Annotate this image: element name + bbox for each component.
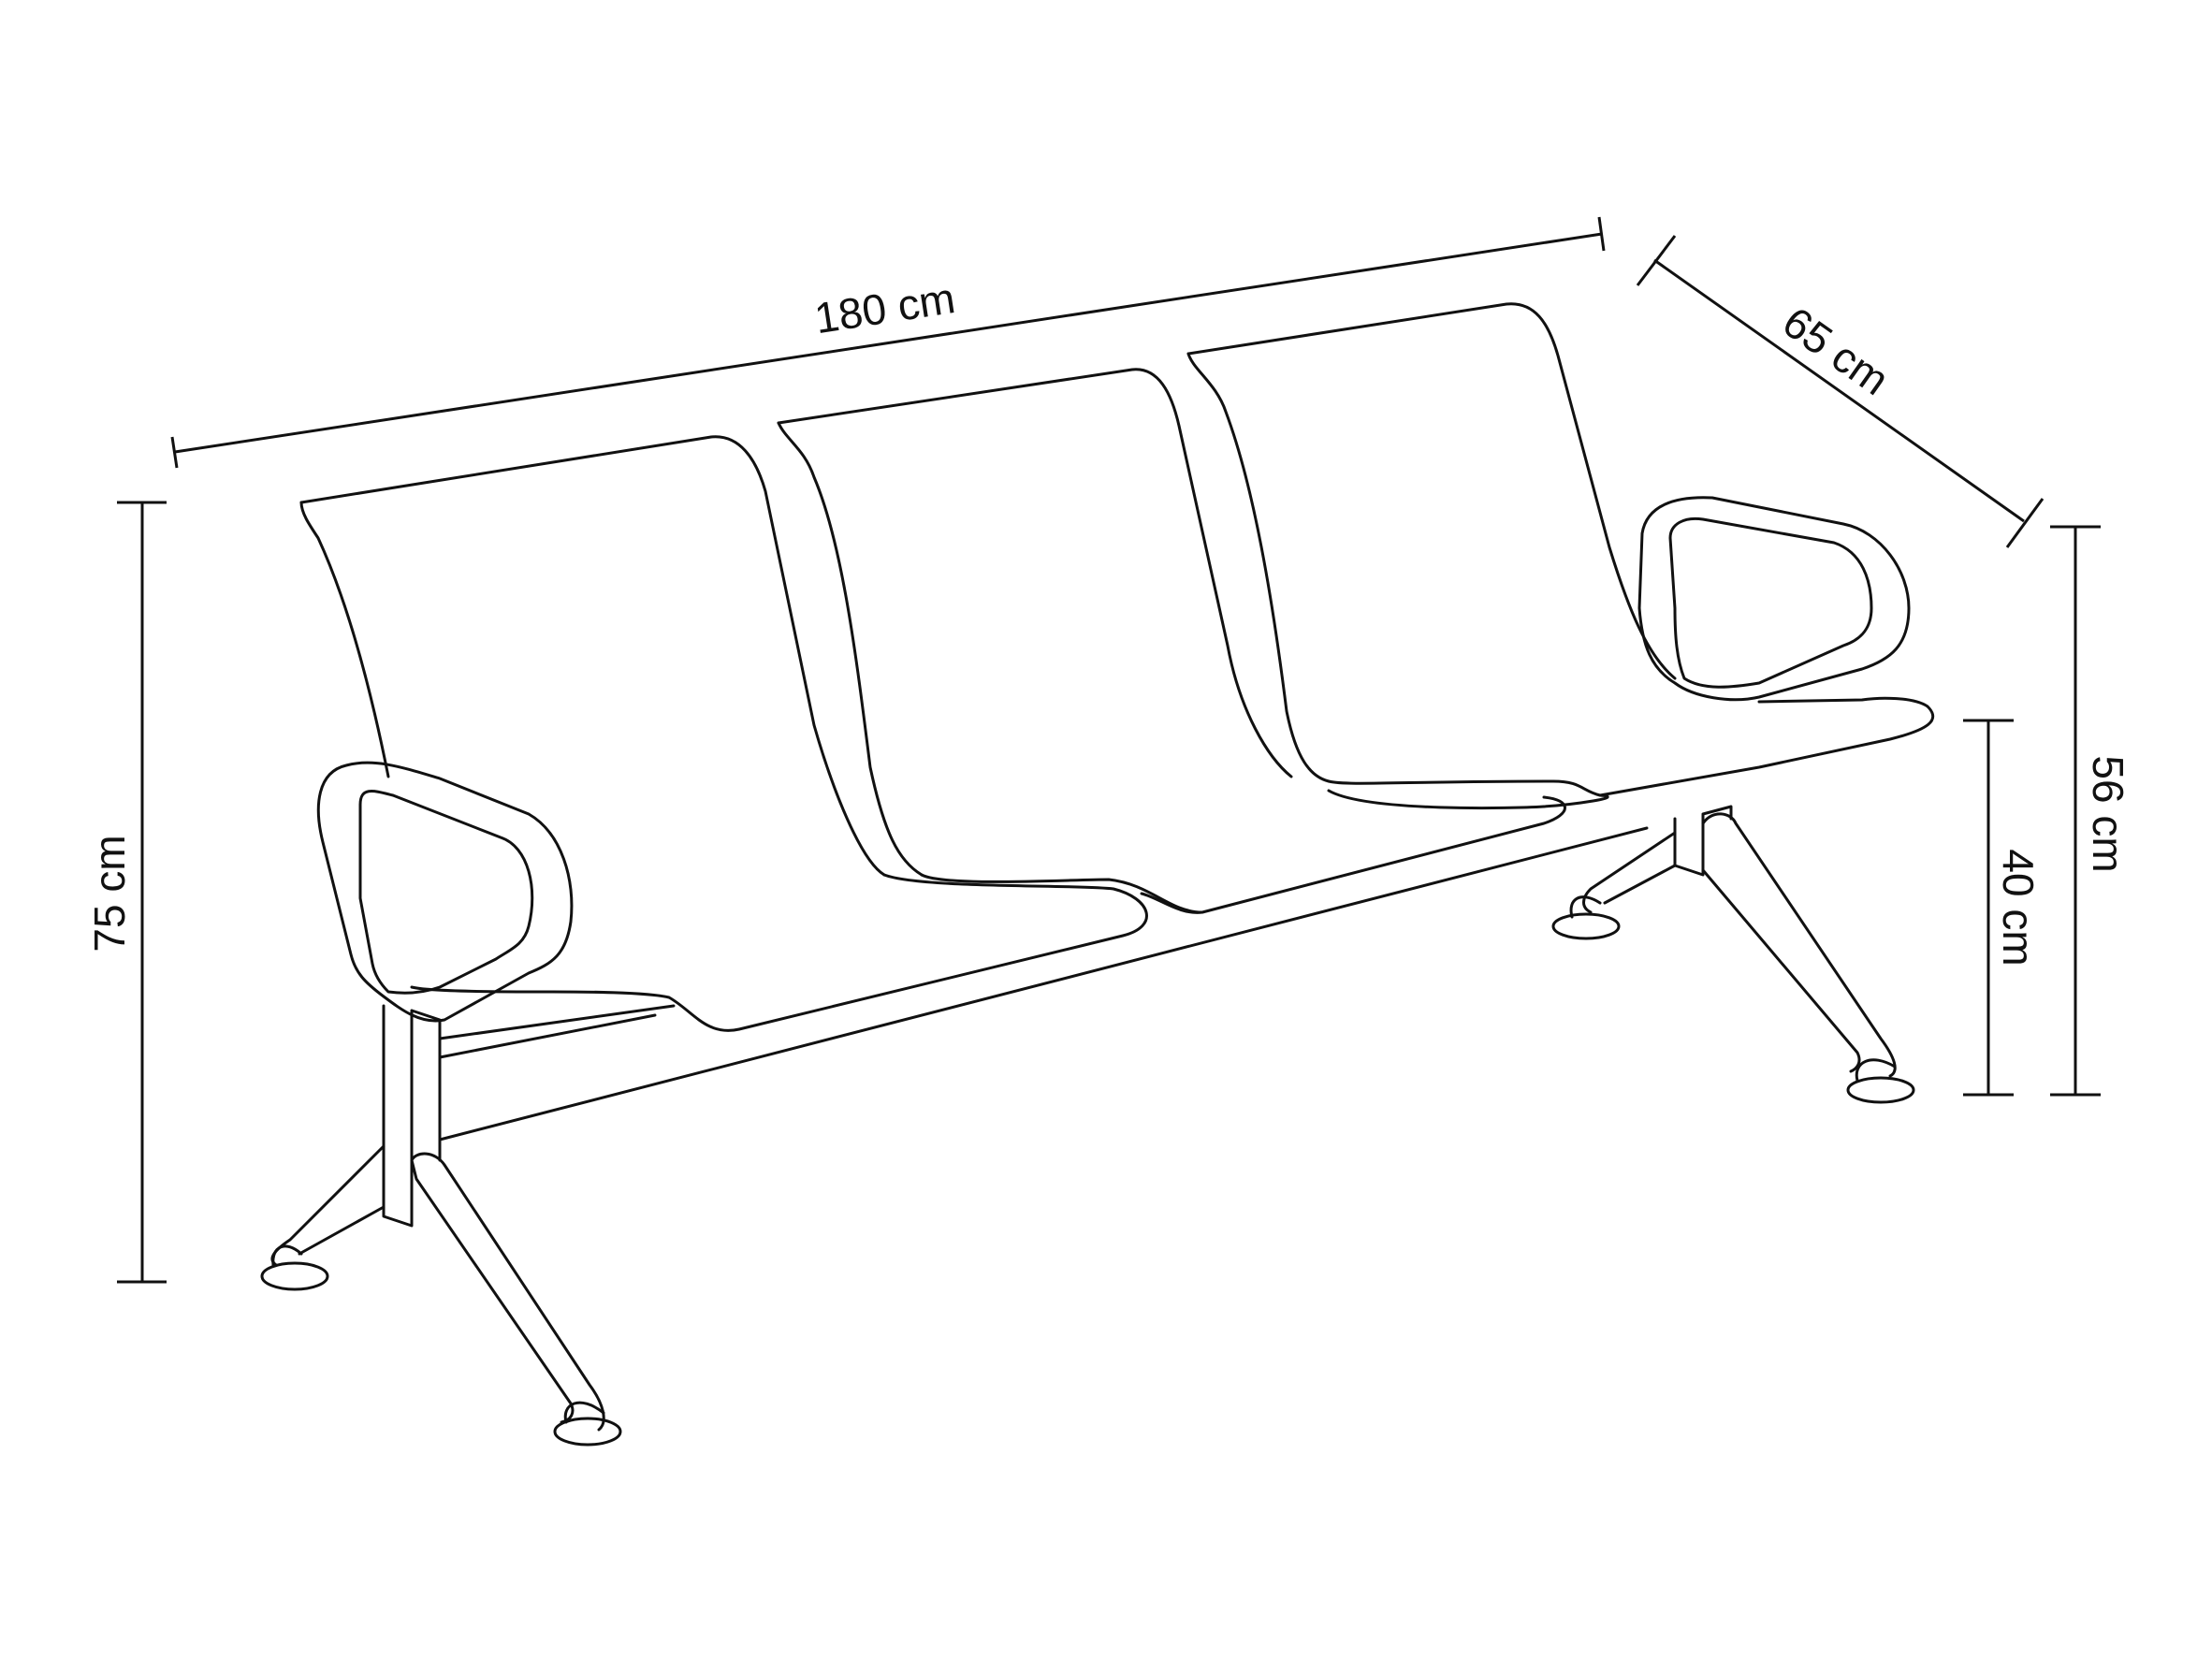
dimension-depth-tick-top [1636,235,1677,286]
main-beam [438,826,1649,1142]
seat-pan-right [1327,696,1935,797]
seat-pan-left [550,873,1148,1032]
foot-right-back [1551,912,1621,940]
dimension-depth: 65 cm [1636,235,2045,548]
dimension-width: 180 cm [170,216,1606,469]
seat-pan-middle [920,795,1566,914]
foot-left-back [260,1261,329,1291]
foot-right-front [1846,1076,1915,1104]
bench-illustration [260,302,1935,1447]
dimension-height: 75 cm [85,501,167,1284]
foot-right-front-neck [1855,1058,1897,1083]
dimension-seat-height-label: 40 cm [1994,849,2043,966]
foot-right-back-neck [1569,895,1602,919]
dimension-armrest-height-label: 56 cm [2084,755,2132,872]
seat-back-right-edge [1186,352,1331,783]
armrest-left-inner [358,790,534,995]
seat-pan-left-inner [410,985,554,994]
dimension-width-tick-left [170,436,179,469]
seat-back-left [299,435,886,877]
dimension-depth-tick-bottom [2005,498,2045,548]
armrest-right-inner [1668,516,1873,689]
seat-back-middle-edge [777,421,924,877]
leg-left-post [382,1004,442,1228]
seat-back-left-edge [299,501,390,778]
dimension-seat-height: 40 cm [1963,719,2043,1097]
armrest-right-outer [1637,496,1911,702]
leg-left-front [410,1152,605,1432]
foot-left-back-neck [271,1244,303,1267]
dimension-width-line [174,232,1603,454]
dimension-width-label: 180 cm [811,273,958,342]
dimension-depth-line [1653,258,2025,523]
dimension-height-label: 75 cm [85,835,134,952]
dimension-width-tick-right [1597,216,1606,252]
dimension-armrest-height: 56 cm [2050,525,2132,1097]
foot-left-front [553,1417,622,1447]
leg-right-back [1582,831,1677,914]
seat-pan-right-front [1327,789,1609,810]
seat-back-right [1186,302,1677,680]
leg-right-post [1673,805,1733,877]
armrest-left-outer [316,761,574,1023]
foot-left-front-neck [563,1401,605,1424]
seat-back-middle [777,368,1293,778]
beam-support-left [438,1004,676,1059]
seat-pan-middle-front [1140,892,1204,914]
leg-right-front [1701,812,1897,1078]
